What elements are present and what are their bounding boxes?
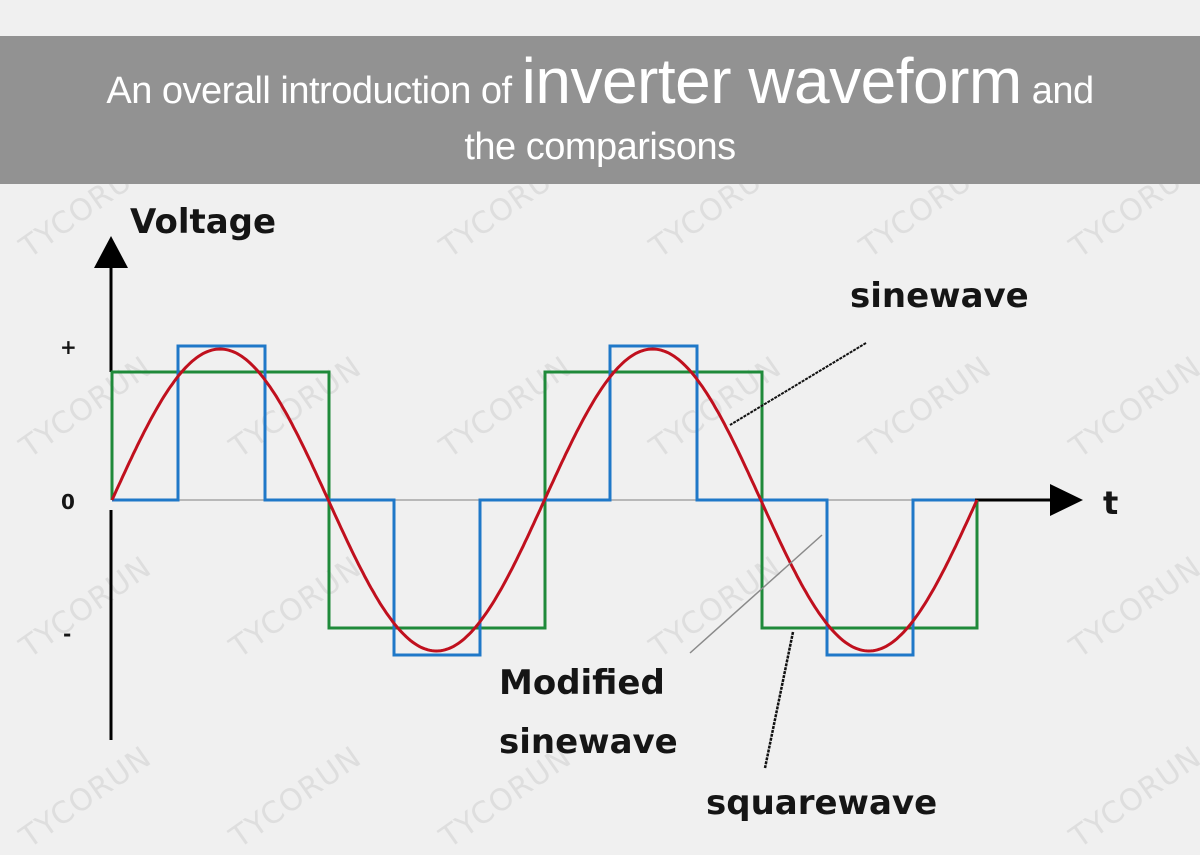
- x-axis-label: t: [1103, 484, 1119, 522]
- title-line-2: the comparisons: [464, 126, 736, 168]
- sinewave-pointer: [729, 342, 867, 426]
- modified-sinewave-pointer: [689, 534, 823, 654]
- title-emphasis: inverter waveform: [521, 45, 1023, 117]
- title-prefix: An overall introduction of: [106, 70, 512, 112]
- y-axis-arrow-icon: [94, 236, 128, 268]
- title-banner: An overall introduction of inverter wave…: [0, 36, 1200, 184]
- x-axis-arrow-icon: [1050, 484, 1083, 516]
- sinewave-line: [110, 347, 979, 653]
- y-axis-label: Voltage: [130, 202, 277, 242]
- title-line-1: An overall introduction of inverter wave…: [0, 44, 1200, 144]
- title-suffix: and: [1031, 70, 1094, 112]
- squarewave-pointer: [763, 631, 795, 769]
- modified-sinewave-annotation-line2: sinewave: [499, 722, 678, 762]
- tick-minus: -: [63, 622, 72, 646]
- tick-zero: 0: [61, 490, 75, 514]
- tick-plus: +: [60, 335, 77, 359]
- sinewave-annotation: sinewave: [850, 276, 1029, 316]
- squarewave-annotation: squarewave: [706, 783, 938, 823]
- modified-sinewave-annotation-line1: Modified: [499, 663, 665, 703]
